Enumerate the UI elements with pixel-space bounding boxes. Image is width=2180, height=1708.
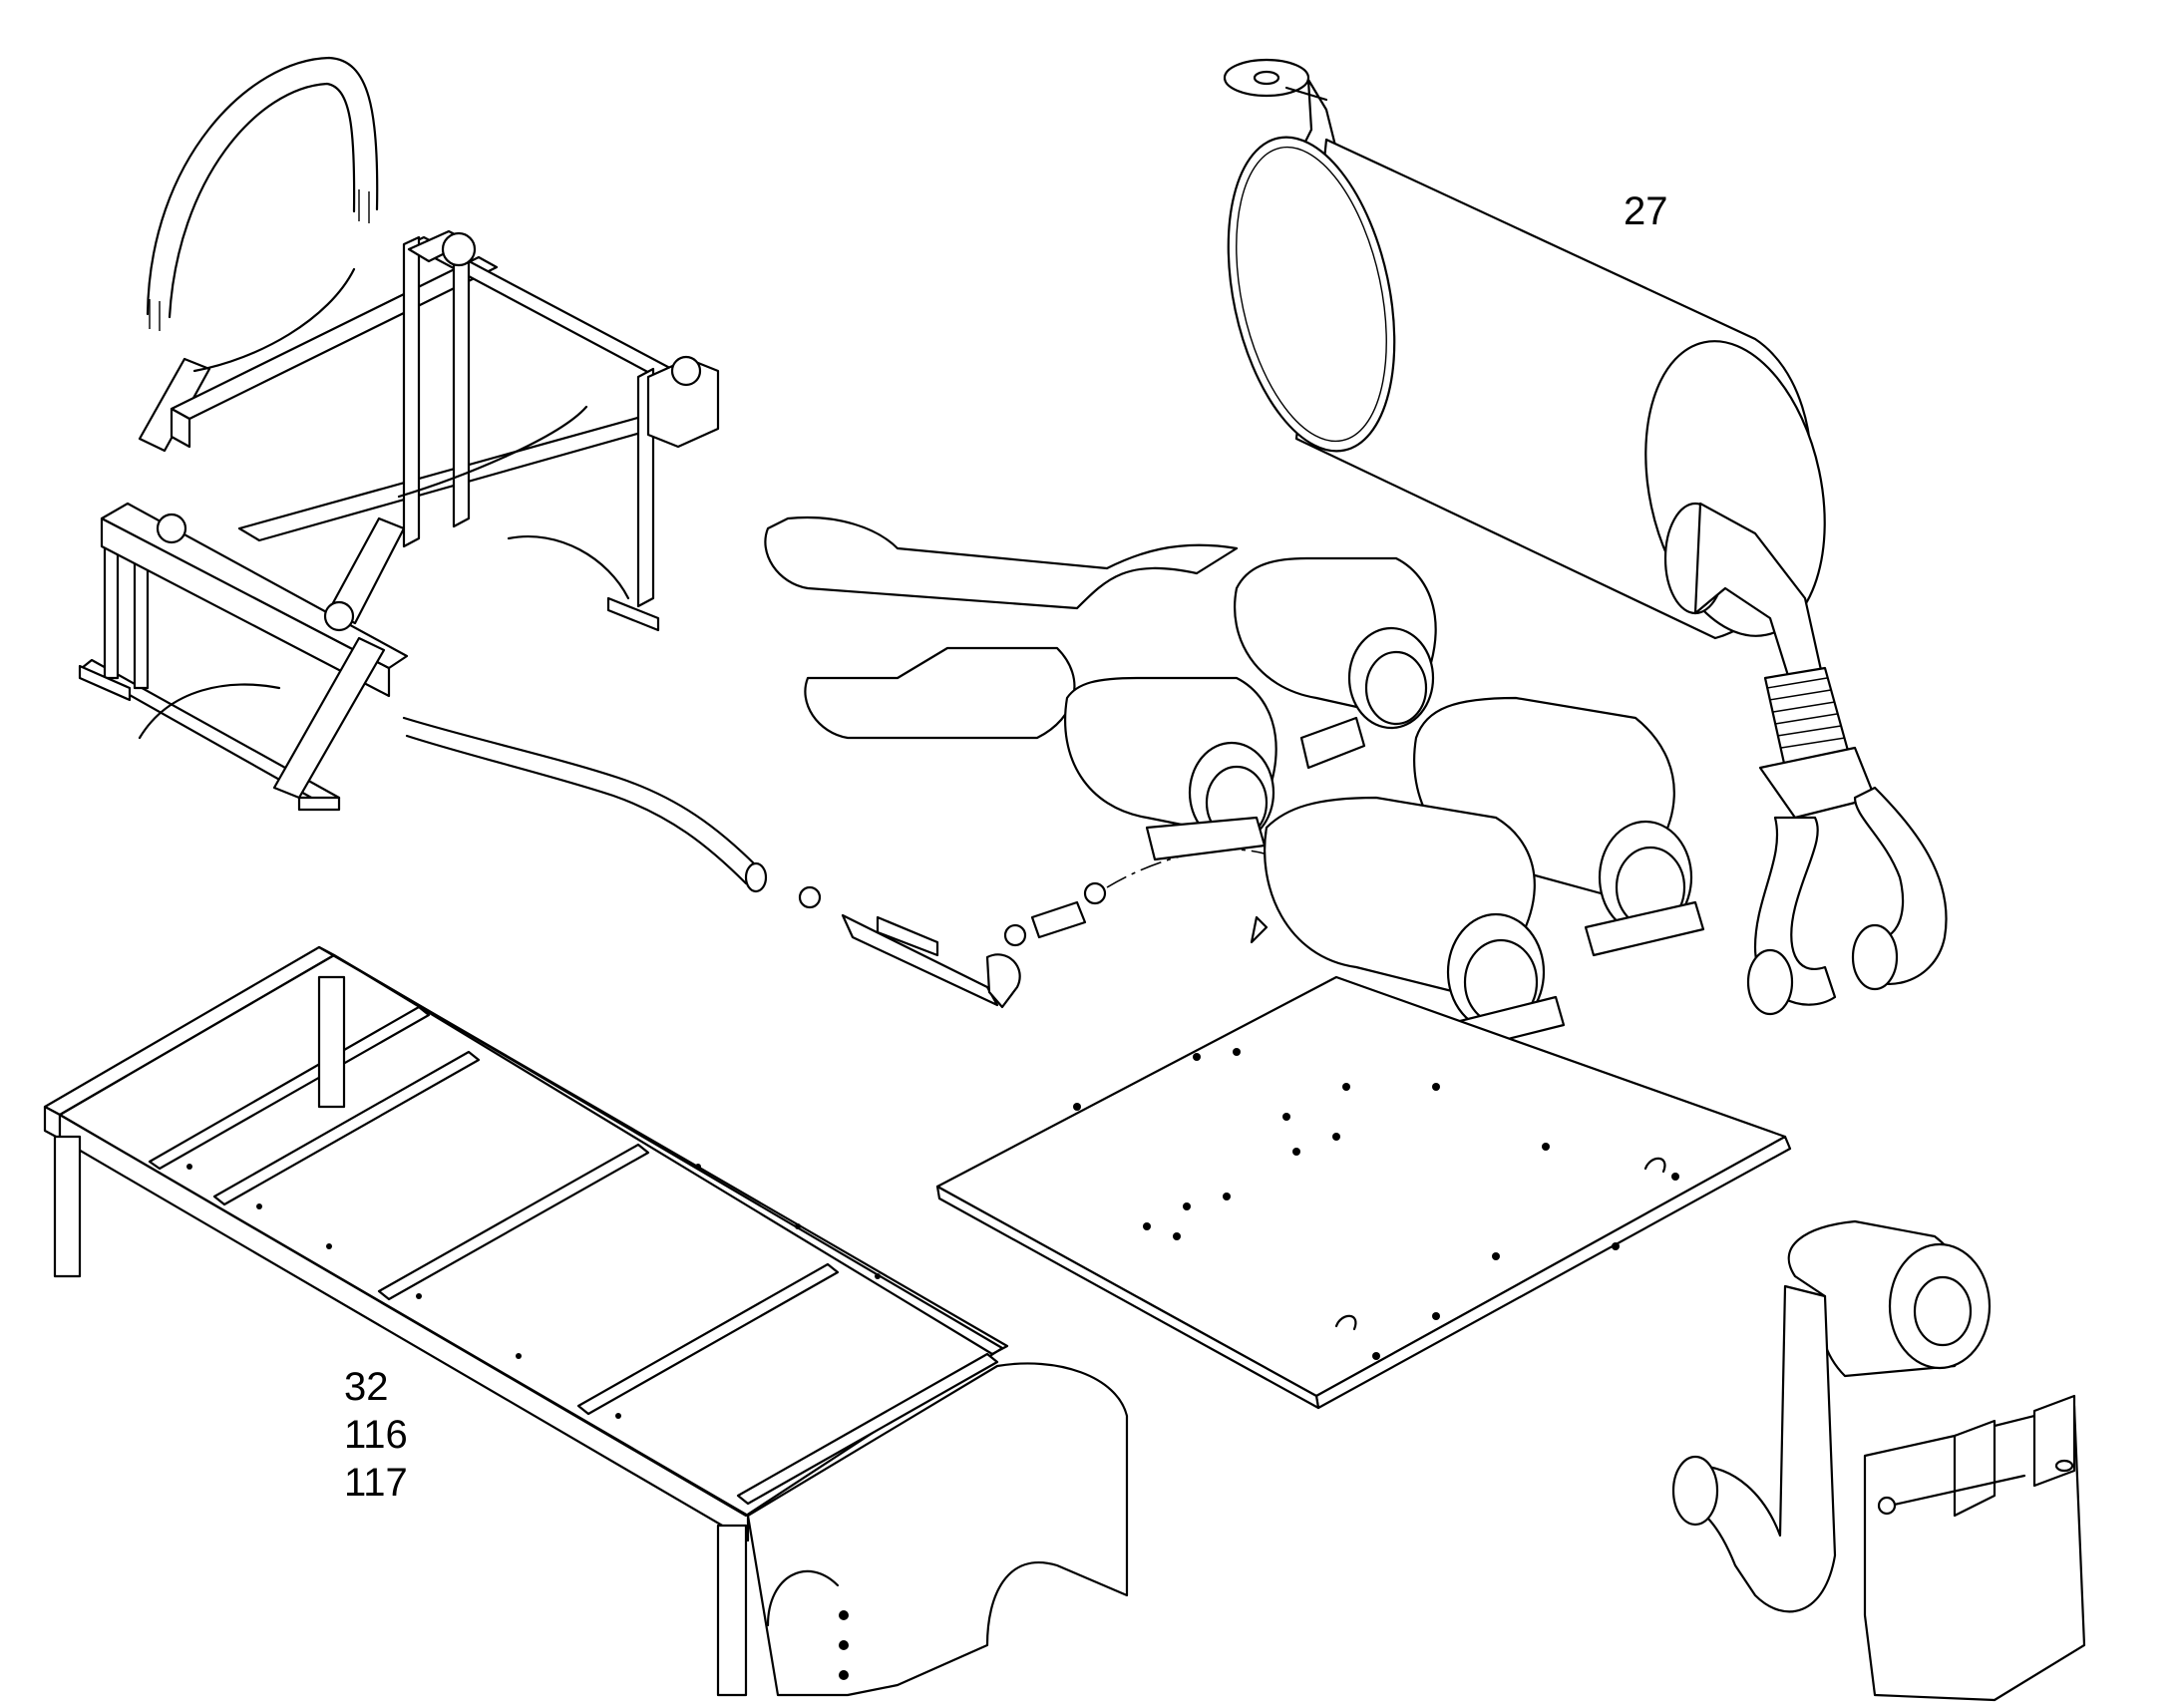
callout-116: 116 bbox=[344, 1413, 408, 1457]
small-mufflers bbox=[764, 515, 1705, 1057]
callout-32: 32 bbox=[344, 1365, 389, 1409]
lifting-frame bbox=[78, 56, 720, 812]
main-muffler bbox=[1223, 58, 1948, 1016]
callout-27: 27 bbox=[1624, 189, 1668, 233]
flex-hose-assembly bbox=[402, 716, 1277, 1009]
skid-frame bbox=[43, 945, 1129, 1697]
elbow-and-cover bbox=[1671, 1219, 2086, 1702]
callout-117: 117 bbox=[344, 1461, 408, 1505]
base-plate bbox=[935, 975, 1792, 1410]
